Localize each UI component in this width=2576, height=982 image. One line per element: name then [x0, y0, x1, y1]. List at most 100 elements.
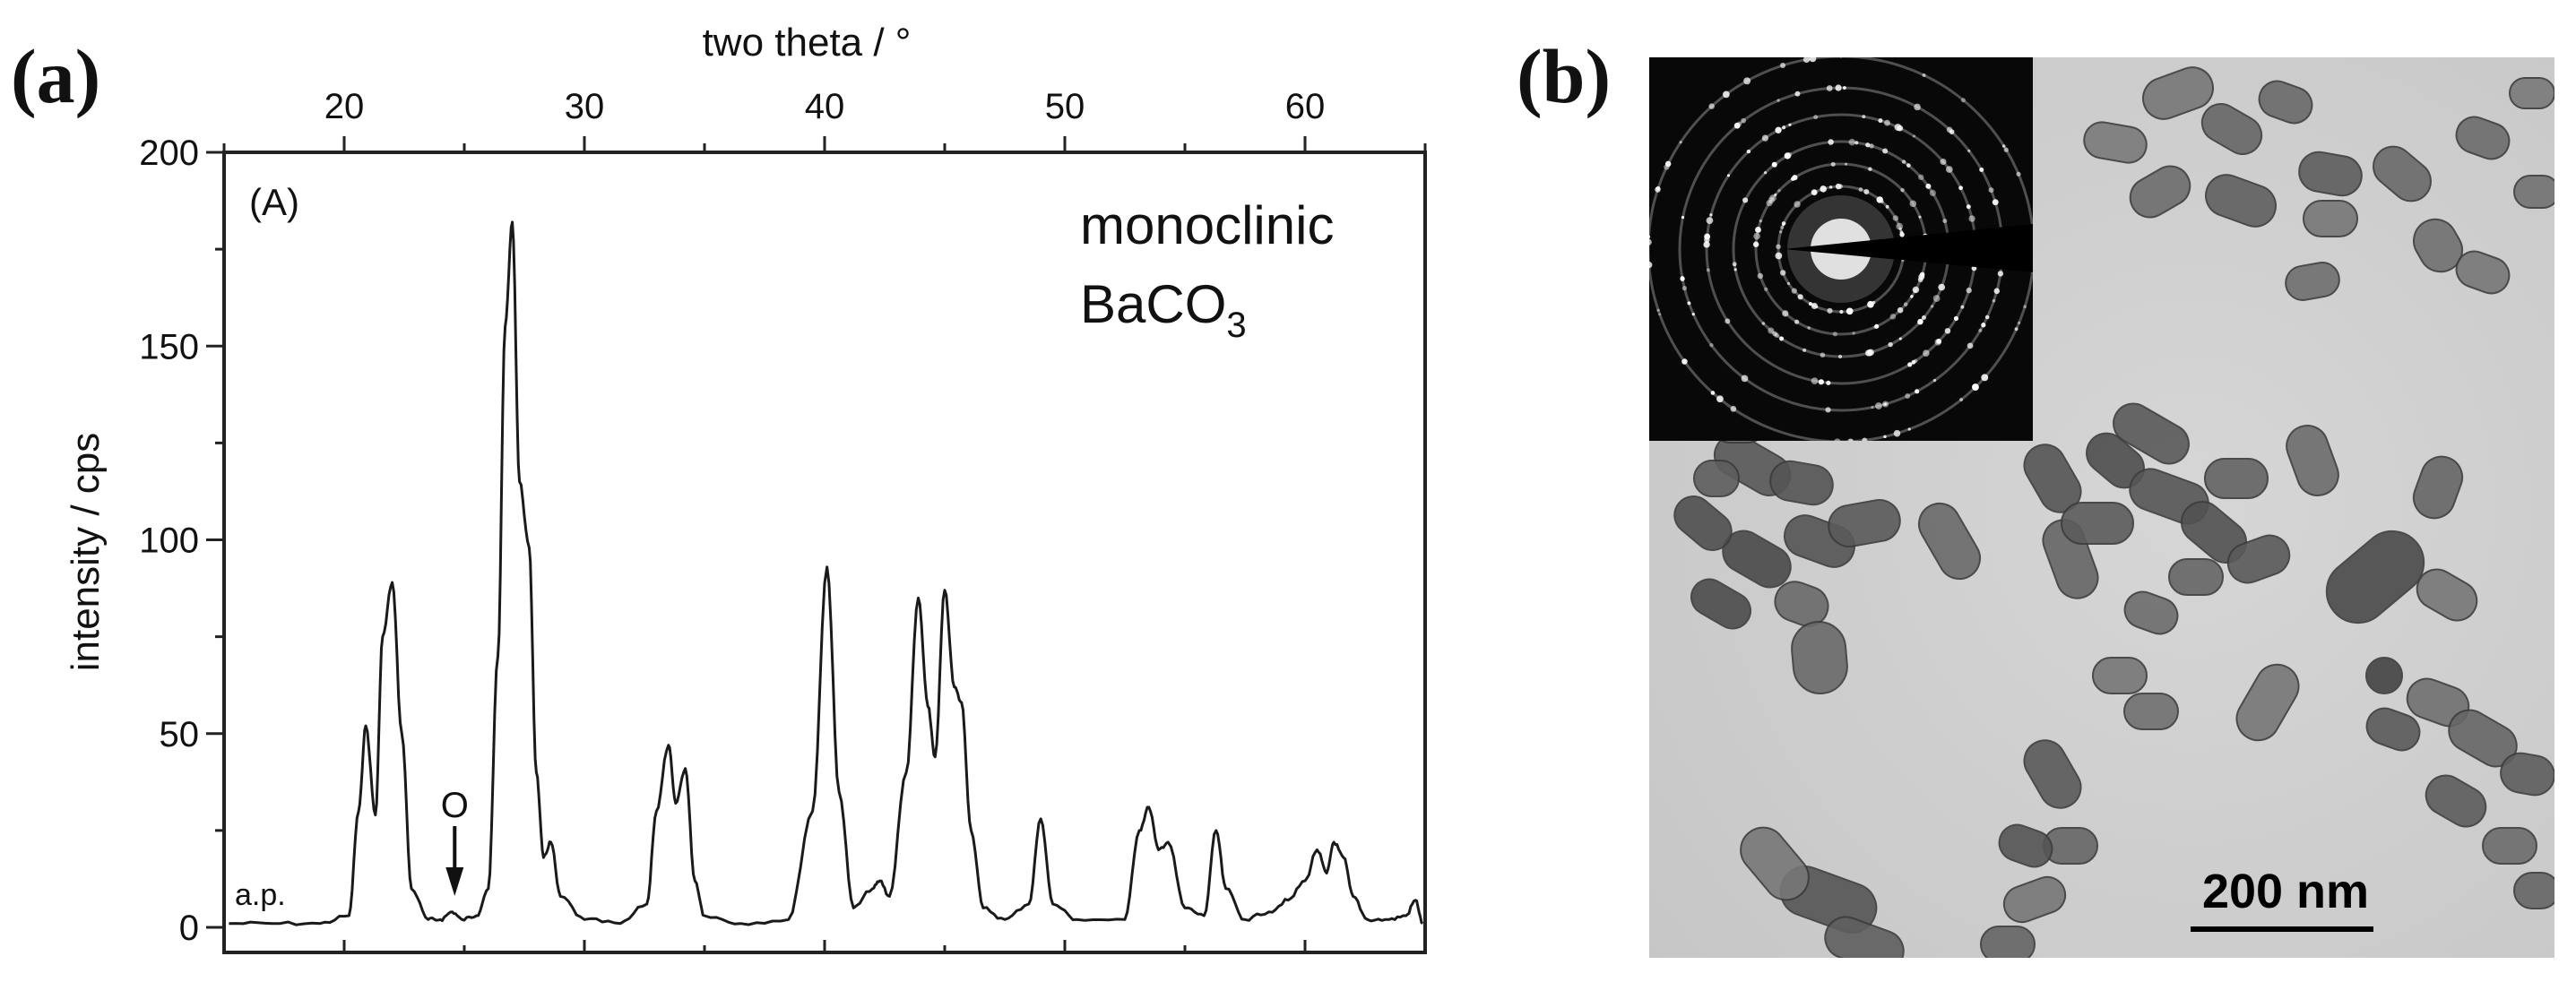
diffraction-spot	[1898, 227, 1902, 231]
diffraction-spot	[1820, 185, 1827, 193]
diffraction-spot	[1846, 308, 1853, 314]
plot-frame	[222, 151, 1427, 954]
diffraction-spot	[2018, 321, 2021, 324]
diffraction-spot	[1837, 354, 1843, 359]
diffraction-spot	[1826, 380, 1831, 385]
diffraction-spot	[1813, 115, 1819, 120]
nanoparticle	[2113, 402, 2190, 465]
diffraction-spot	[2016, 171, 2021, 177]
diffraction-spot	[1907, 427, 1911, 431]
nanoparticle	[2513, 872, 2554, 909]
diffraction-spot	[1862, 115, 1866, 119]
y-tick-label: 200	[139, 134, 199, 173]
nanoparticle	[2286, 425, 2339, 496]
diffraction-spot	[1716, 395, 1724, 403]
diffraction-spot	[1772, 331, 1778, 337]
nanoparticle	[1774, 581, 1829, 627]
diffraction-spot	[1733, 263, 1737, 267]
diffraction-spot	[1925, 183, 1932, 189]
diffraction-spot	[1818, 379, 1824, 385]
diffraction-spot	[1808, 302, 1812, 306]
nanoparticle	[2083, 121, 2148, 164]
diffraction-spot	[1993, 288, 2001, 295]
diffraction-spot	[1794, 201, 1801, 208]
diffraction-spot	[1706, 217, 1714, 225]
y-tick-label: 50	[160, 715, 200, 754]
diffraction-spot	[1826, 85, 1833, 91]
diffraction-spot	[1680, 276, 1685, 280]
nanoparticle	[2298, 151, 2363, 197]
diffraction-spot	[1782, 125, 1786, 130]
diffraction-spot	[1752, 241, 1759, 247]
nanoparticle	[1693, 460, 1740, 497]
panel-a-label: (a)	[11, 33, 101, 119]
diffraction-spot	[1905, 393, 1911, 399]
nanoparticle	[2413, 218, 2463, 273]
diffraction-spot	[1852, 332, 1855, 335]
diffraction-spot	[1875, 402, 1882, 409]
diffraction-spot	[1768, 327, 1775, 334]
diffraction-spot	[2003, 147, 2009, 152]
diffraction-spot	[1862, 437, 1868, 441]
diffraction-spot	[1786, 281, 1791, 286]
nanoparticle	[1918, 502, 1981, 581]
diffraction-spot	[1835, 183, 1842, 190]
diffraction-spot	[1958, 185, 1963, 191]
diffraction-spot	[1854, 141, 1859, 145]
diffraction-spot	[1764, 287, 1768, 292]
diffraction-spot	[1992, 199, 1999, 206]
diffraction-spot	[1915, 389, 1920, 394]
diffraction-spot	[1784, 152, 1791, 159]
diffraction-spot	[1820, 352, 1826, 358]
diffraction-spot	[1893, 429, 1901, 437]
diffraction-spot	[1911, 359, 1916, 365]
nanoparticle	[1690, 578, 1751, 630]
diffraction-spot	[1839, 309, 1844, 314]
diffraction-spot	[1828, 139, 1834, 145]
diffraction-spot	[1894, 124, 1902, 132]
diffraction-spot	[1741, 375, 1749, 383]
diffraction-spot	[1704, 233, 1711, 240]
diffraction-spot	[1779, 336, 1785, 341]
saed-inset	[1649, 57, 2033, 441]
diffraction-spot	[1828, 185, 1833, 189]
diffraction-spot	[1811, 189, 1818, 195]
diffraction-spot	[1988, 187, 1994, 194]
diffraction-spot	[1845, 162, 1848, 166]
nanoparticle	[2303, 200, 2358, 237]
diffraction-spot	[1780, 63, 1786, 69]
nanoparticle	[1791, 621, 1848, 694]
diffraction-spot	[1912, 134, 1915, 138]
diffraction-spot	[1930, 305, 1934, 308]
diffraction-spot	[1725, 318, 1731, 324]
diffraction-spot	[1912, 286, 1920, 294]
diffraction-spot	[1679, 141, 1682, 144]
diffraction-spot	[1746, 149, 1751, 154]
nanoparticle	[2455, 116, 2511, 160]
diffraction-spot	[1938, 283, 1946, 291]
diffraction-spot	[1759, 219, 1762, 223]
diffraction-spot	[1868, 167, 1872, 171]
nanoparticle	[2226, 534, 2291, 584]
diffraction-spot	[1681, 358, 1688, 365]
diffraction-spot	[1794, 319, 1800, 324]
diffraction-spot	[1874, 323, 1880, 329]
nanoparticle	[2168, 558, 2224, 596]
diffraction-spot	[1775, 126, 1782, 134]
diffraction-spot	[1769, 194, 1776, 202]
diffraction-spot	[1888, 341, 1893, 348]
diffraction-spot	[1832, 332, 1837, 337]
diffraction-spot	[1968, 215, 1975, 222]
panel-b-label: (b)	[1517, 33, 1612, 119]
diffraction-spot	[1691, 312, 1695, 316]
nanoparticle	[2509, 77, 2554, 109]
diffraction-rings	[1649, 57, 2033, 441]
diffraction-spot	[1932, 378, 1937, 383]
nanoparticle	[2373, 145, 2432, 202]
diffraction-spot	[1978, 328, 1983, 332]
diffraction-spot	[1883, 435, 1887, 439]
x-tick-label: 20	[324, 87, 365, 126]
diffraction-spot	[1842, 86, 1846, 90]
nanoparticle	[2258, 80, 2313, 125]
